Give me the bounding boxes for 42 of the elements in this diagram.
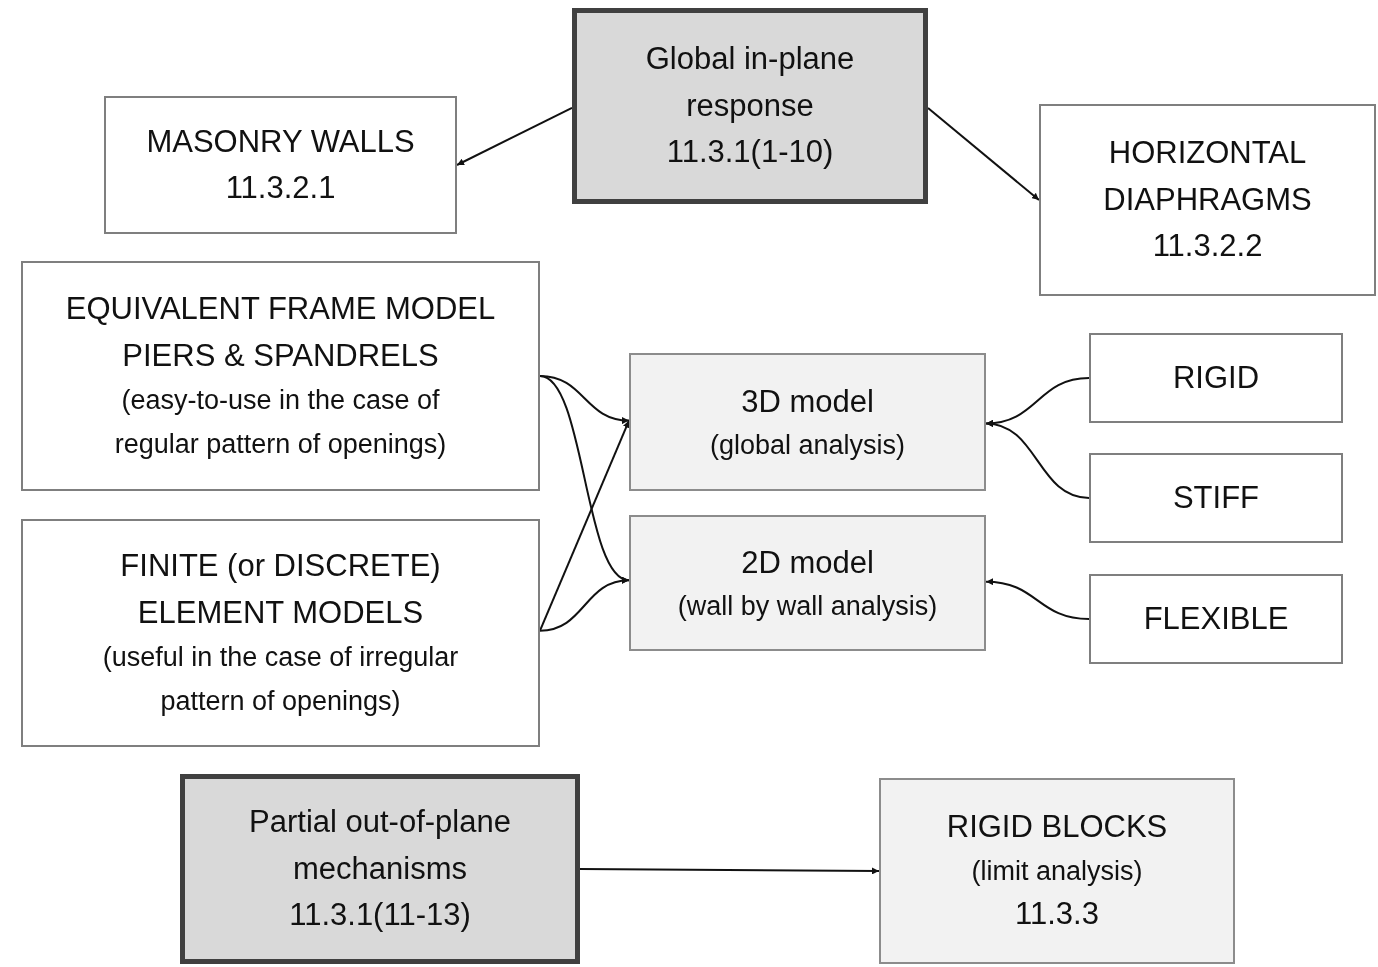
process-box <box>1089 333 1343 423</box>
arrow <box>456 106 573 166</box>
model-box <box>629 353 986 491</box>
node-title: 3D model <box>741 382 874 421</box>
node-title: 2D model <box>741 543 874 582</box>
node-title: RIGID <box>1172 358 1260 397</box>
node-title: EQUIVALENT FRAME MODEL PIERS & SPANDRELS <box>64 290 497 375</box>
arrow <box>985 578 1090 620</box>
arrow <box>985 420 1090 499</box>
node-title: HORIZONTAL DIAPHRAGMS <box>1102 134 1313 219</box>
node-note: (wall by wall analysis) <box>677 590 938 623</box>
arrow <box>539 577 630 632</box>
node-label: 11.3.3 <box>1015 895 1099 934</box>
node-label: 11.3.1(11-13) <box>289 896 471 935</box>
node-title: STIFF <box>1172 478 1260 517</box>
process-box <box>104 96 457 234</box>
process-box <box>572 8 928 204</box>
model-box <box>879 778 1235 964</box>
process-box <box>1089 453 1343 543</box>
process-box <box>21 261 540 491</box>
process-box <box>1039 104 1376 296</box>
arrow <box>927 106 1040 201</box>
node-title: Global in-plane response <box>644 40 856 125</box>
node-note: (useful in the case of irregular pattern of openings) <box>101 641 460 718</box>
node-note: (easy-to-use in the case of regular pattern of openings) <box>113 384 448 461</box>
model-box <box>629 515 986 651</box>
node-label: 11.3.2.2 <box>1152 227 1263 266</box>
node-title: FLEXIBLE <box>1143 599 1289 638</box>
arrow <box>985 377 1090 427</box>
node-note: (global analysis) <box>709 429 906 462</box>
node-title: RIGID BLOCKS <box>946 808 1168 847</box>
node-note: (limit analysis) <box>971 854 1143 888</box>
process-box <box>1089 574 1343 664</box>
node-title: FINITE (or DISCRETE) ELEMENT MODELS <box>119 547 442 632</box>
process-box <box>21 519 540 747</box>
node-title: Partial out-of-plane mechanisms <box>248 803 512 888</box>
node-title: MASONRY WALLS <box>146 122 415 161</box>
node-label: 11.3.1(1-10) <box>666 133 834 172</box>
process-box <box>180 774 580 964</box>
node-label: 11.3.2.1 <box>225 169 336 207</box>
arrow <box>539 419 630 632</box>
arrow <box>579 867 880 875</box>
